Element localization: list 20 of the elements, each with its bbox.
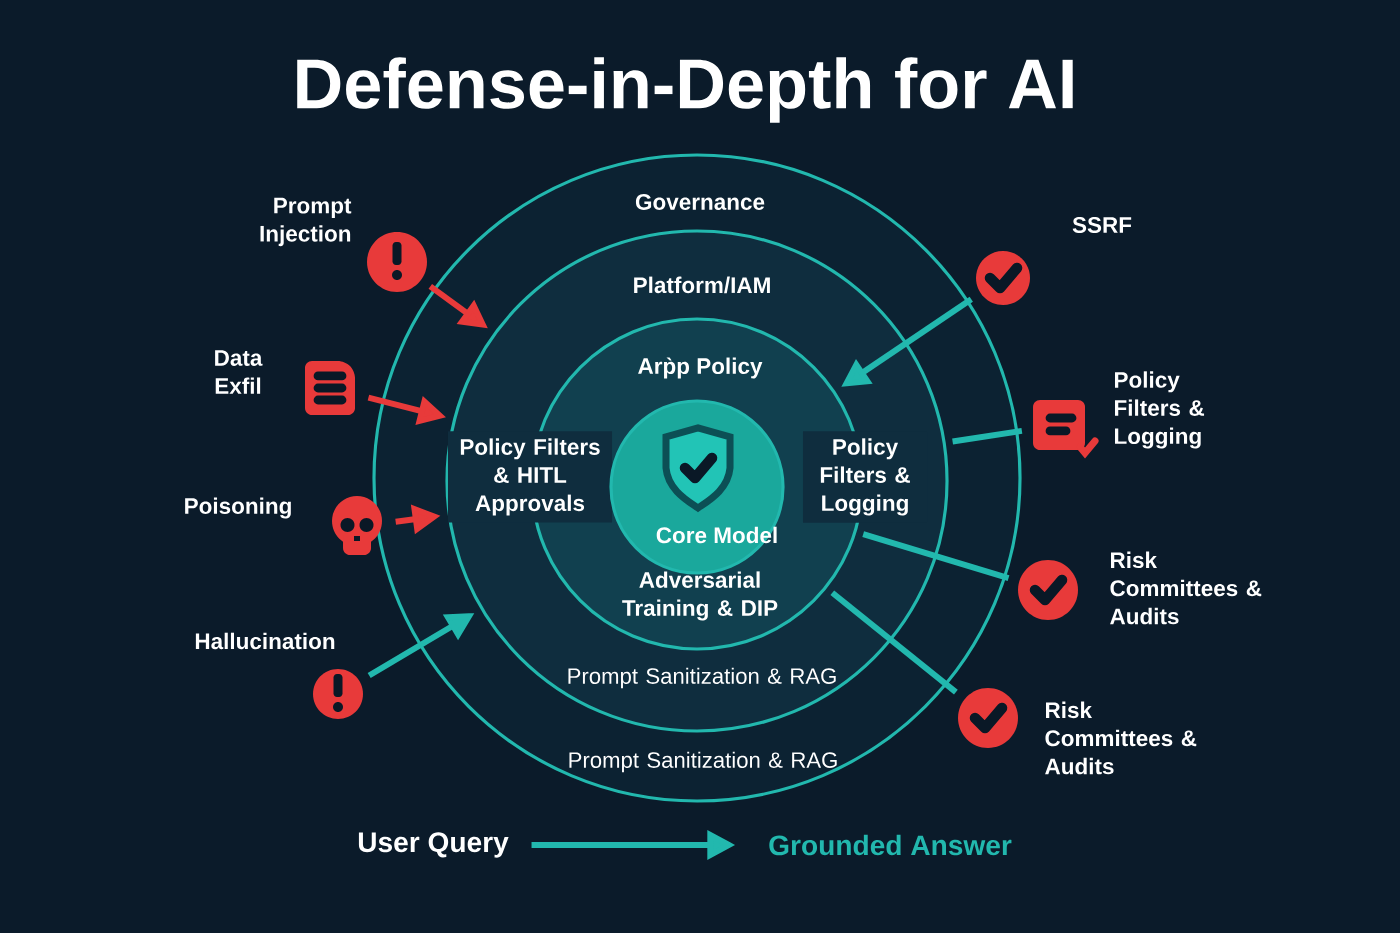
ring-label: Adversarial Training & DIP [622, 571, 778, 621]
ring-label: Prompt Sanitization & RAG [569, 751, 837, 773]
ring-label: Policy Filters & HITL Approvals [448, 431, 613, 523]
threat-label: Risk Committees & Audits [1110, 551, 1262, 625]
threat-label: SSRF [1072, 217, 1132, 233]
threat-label: Prompt Injection [260, 197, 352, 247]
ring-label: Governance [635, 194, 765, 210]
threat-label: Risk Committees & Audits [1045, 701, 1197, 775]
ring-label: Platform/IAM [634, 276, 770, 294]
threat-label: Policy Filters & Logging [1115, 371, 1205, 449]
threat-label: Hallucination [195, 632, 335, 650]
ring-label: Core Model [656, 526, 777, 544]
flow-label: Grounded Answer [769, 834, 1012, 856]
flow-label: User Query [358, 832, 509, 858]
ring-label: Policy Filters & Logging [803, 431, 928, 523]
ring-label: Arp̀p Policy [638, 357, 763, 379]
title: Defense-in-Depth for AI [297, 57, 1073, 123]
threat-label: Data Exfil [215, 350, 263, 394]
threat-label: Poisoning [185, 497, 291, 519]
ring-label: Prompt Sanitization & RAG [568, 667, 836, 689]
